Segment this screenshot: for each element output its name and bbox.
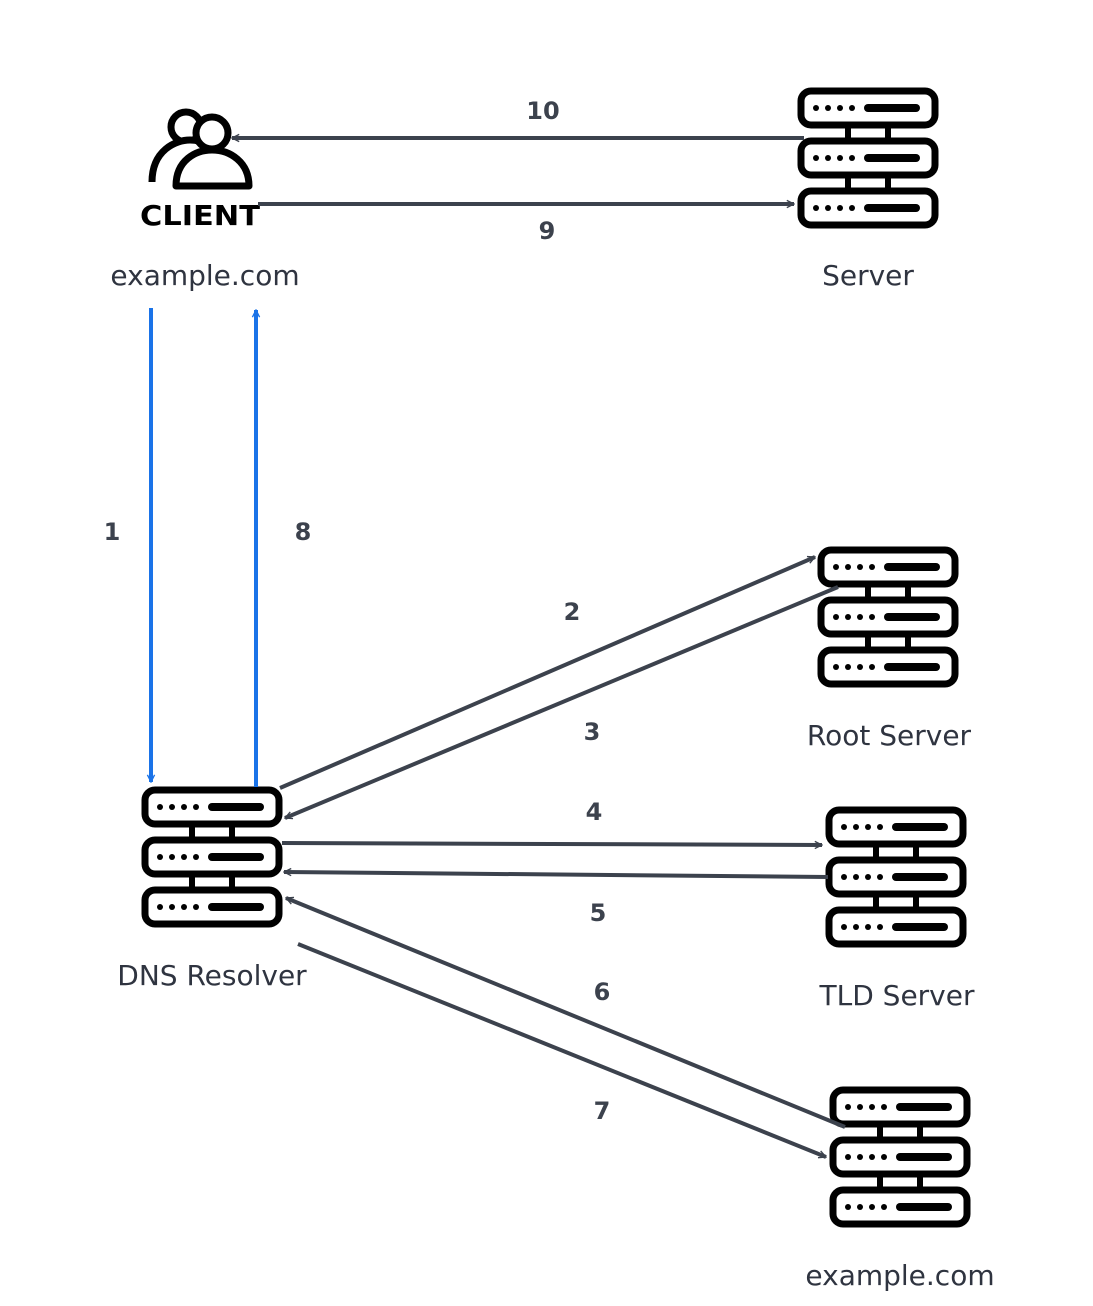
step-label-1: 1 bbox=[104, 518, 121, 546]
web-server-node: Server bbox=[801, 91, 935, 292]
users-icon bbox=[148, 108, 253, 190]
tld-server-node: TLD Server bbox=[819, 810, 975, 1012]
arrow-step-5 bbox=[284, 872, 829, 879]
step-label-2: 2 bbox=[564, 598, 581, 626]
step-label-5: 5 bbox=[590, 899, 607, 927]
step-label-4: 4 bbox=[586, 798, 603, 826]
server-icon bbox=[145, 790, 279, 924]
root-server-label: Root Server bbox=[807, 719, 972, 752]
arrow-step-7 bbox=[297, 942, 826, 1159]
dns-resolver-label: DNS Resolver bbox=[117, 959, 307, 992]
client-badge: CLIENT bbox=[140, 199, 260, 232]
root-server-node: Root Server bbox=[807, 550, 972, 752]
authoritative-server-label: example.com bbox=[805, 1259, 994, 1292]
step-label-6: 6 bbox=[594, 978, 611, 1006]
server-icon bbox=[801, 91, 935, 225]
step-label-9: 9 bbox=[539, 217, 556, 245]
arrow-step-3 bbox=[285, 585, 839, 820]
server-icon bbox=[821, 550, 955, 684]
step-label-10: 10 bbox=[526, 97, 559, 125]
dns-resolver-node: DNS Resolver bbox=[117, 790, 307, 992]
server-icon bbox=[829, 810, 963, 944]
step-label-8: 8 bbox=[295, 518, 312, 546]
server-icon bbox=[833, 1090, 967, 1224]
client-node: CLIENT example.com bbox=[110, 108, 300, 292]
arrow-step-2 bbox=[279, 555, 815, 790]
tld-server-label: TLD Server bbox=[819, 979, 975, 1012]
authoritative-server-node: example.com bbox=[805, 1090, 995, 1292]
client-label: example.com bbox=[110, 259, 299, 292]
step-label-7: 7 bbox=[594, 1097, 611, 1125]
step-label-3: 3 bbox=[584, 718, 601, 746]
arrow-step-6 bbox=[286, 896, 846, 1129]
web-server-label: Server bbox=[822, 259, 914, 292]
arrow-step-4 bbox=[281, 843, 822, 845]
